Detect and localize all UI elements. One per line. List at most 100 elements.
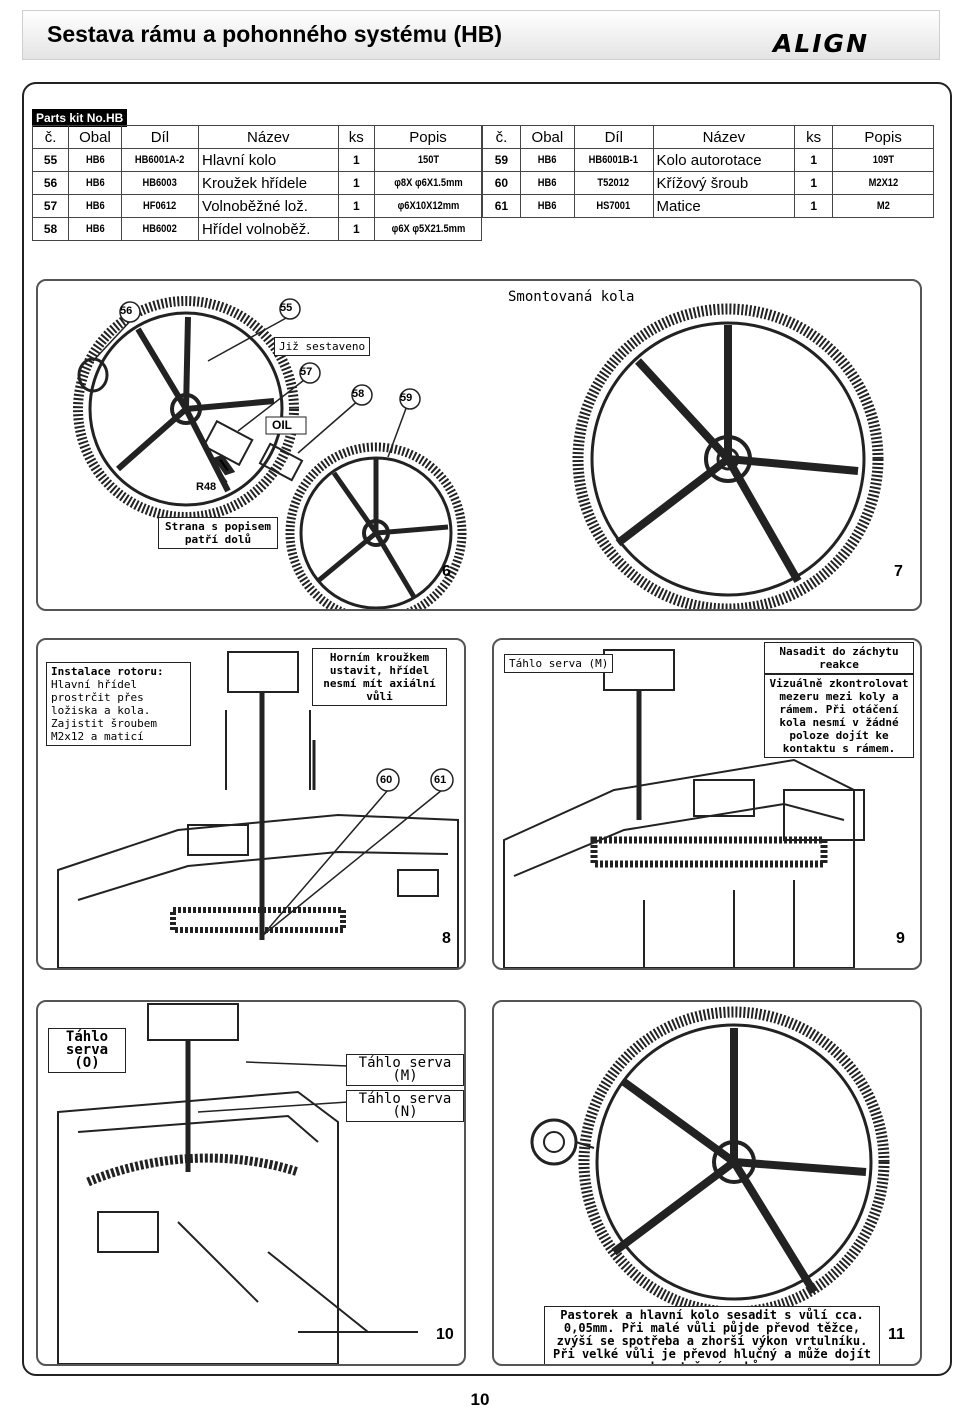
part-number-59: 59 — [400, 392, 413, 404]
linkage-frame-illustration — [57, 1003, 418, 1364]
part-number-61: 61 — [434, 774, 447, 786]
cell-desc: 150T — [382, 148, 474, 172]
step-number-10: 10 — [436, 1326, 454, 1343]
table-header-row: č. Obal Díl Název ks Popis — [482, 125, 934, 149]
cell-desc: M2X12 — [839, 171, 927, 195]
cell-no: 58 — [31, 217, 70, 241]
align-logo: ALIGN — [772, 29, 869, 58]
table-row: 55 HB6 HB6001A-2 Hlavní kolo 1 150T — [31, 148, 482, 172]
cell-qty: 1 — [337, 194, 376, 218]
rotor-install-note: Instalace rotoru: Hlavní hřídel prostrči… — [46, 662, 191, 746]
cell-name: Hlavní kolo — [198, 148, 339, 172]
cell-no: 61 — [482, 194, 521, 218]
cell-pack: HB6 — [523, 194, 571, 218]
cell-desc: φ8X φ6X1.5mm — [382, 171, 474, 195]
label-side-down-note: Strana s popisem patří dolů — [158, 517, 278, 549]
part-number-60: 60 — [380, 774, 393, 786]
r48-label: R48 — [196, 481, 217, 493]
pinion-gear-illustration — [530, 1006, 890, 1318]
cell-part: HB6001B-1 — [579, 148, 648, 172]
servo-frame-illustration — [503, 649, 865, 968]
step-number-8: 8 — [442, 930, 451, 947]
cell-no: 57 — [31, 194, 70, 218]
cell-name: Volnoběžné lož. — [198, 194, 339, 218]
col-pack: Obal — [68, 125, 122, 149]
cell-part: HB6003 — [126, 171, 194, 195]
servo-n-label: Táhlo serva (N) — [346, 1090, 464, 1122]
cell-desc: M2 — [839, 194, 927, 218]
cell-desc: φ6X φ5X21.5mm — [382, 217, 474, 241]
attach-reaction-note: Nasadit do záchytu reakce — [764, 642, 914, 674]
cell-pack: HB6 — [72, 217, 118, 241]
step-number-9: 9 — [896, 930, 905, 947]
cell-desc: 109T — [839, 148, 927, 172]
cell-part: T52012 — [579, 171, 648, 195]
cell-pack: HB6 — [523, 148, 571, 172]
cell-qty: 1 — [794, 148, 834, 172]
cell-pack: HB6 — [72, 171, 118, 195]
parts-table-right: č. Obal Díl Název ks Popis 59 HB6 HB6001… — [482, 125, 934, 218]
parts-table-left: č. Obal Díl Název ks Popis 55 HB6 HB6001… — [31, 125, 482, 241]
part-number-57: 57 — [300, 366, 313, 378]
step-number-11: 11 — [888, 1326, 905, 1343]
cell-qty: 1 — [337, 217, 376, 241]
autorotation-gear-drawing — [285, 442, 467, 609]
cell-desc: φ6X10X12mm — [382, 194, 474, 218]
step-number-6: 6 — [442, 563, 451, 580]
oil-label: OIL — [272, 418, 292, 432]
assembled-gear-drawing — [572, 303, 884, 609]
page-number: 10 — [470, 1390, 490, 1409]
part-number-55: 55 — [280, 302, 293, 314]
servo-o-label: Táhlo serva (O) — [48, 1028, 126, 1073]
part-number-58: 58 — [352, 388, 365, 400]
table-row: 56 HB6 HB6003 Kroužek hřídele 1 φ8X φ6X1… — [31, 171, 482, 195]
col-no: č. — [482, 125, 521, 149]
table-row: 61 HB6 HS7001 Matice 1 M2 — [482, 194, 934, 218]
col-name: Název — [652, 125, 796, 149]
cell-pack: HB6 — [523, 171, 571, 195]
pinion-mesh-note: Pastorek a hlavní kolo sesadit s vůlí cc… — [544, 1306, 880, 1364]
cell-name: Kolo autorotace — [652, 148, 796, 172]
col-part: Díl — [120, 125, 200, 149]
gap-check-note: Vizuálně zkontrolovat mezeru mezi koly a… — [764, 674, 914, 758]
cell-qty: 1 — [337, 148, 376, 172]
rotor-install-note-body: Hlavní hřídel prostrčit přes ložiska a k… — [51, 678, 157, 743]
cell-no: 59 — [482, 148, 521, 172]
table-row: 57 HB6 HF0612 Volnoběžné lož. 1 φ6X10X12… — [31, 194, 482, 218]
col-qty: ks — [337, 125, 376, 149]
part-number-56: 56 — [120, 305, 133, 317]
servo-m-label: Táhlo serva (M) — [346, 1054, 464, 1086]
collar-axial-play-note: Horním kroužkem ustavit, hřídel nesmí mí… — [312, 648, 447, 706]
panel-pinion-mesh: Pastorek a hlavní kolo sesadit s vůlí cc… — [492, 1000, 922, 1366]
cell-qty: 1 — [794, 194, 834, 218]
col-pack: Obal — [519, 125, 575, 149]
step-number-7: 7 — [894, 563, 903, 580]
cell-part: HS7001 — [579, 194, 648, 218]
table-row: 60 HB6 T52012 Křížový šroub 1 M2X12 — [482, 171, 934, 195]
table-row: 59 HB6 HB6001B-1 Kolo autorotace 1 109T — [482, 148, 934, 172]
cell-part: HB6001A-2 — [126, 148, 194, 172]
rotor-install-note-title: Instalace rotoru: — [51, 665, 164, 678]
cell-qty: 1 — [337, 171, 376, 195]
cell-name: Matice — [652, 194, 796, 218]
pinion-drawing — [530, 1118, 578, 1166]
cell-part: HF0612 — [126, 194, 194, 218]
col-desc: Popis — [374, 125, 482, 149]
col-part: Díl — [573, 125, 654, 149]
table-header-row: č. Obal Díl Název ks Popis — [31, 125, 482, 149]
cell-no: 56 — [31, 171, 70, 195]
servo-m-label: Táhlo serva (M) — [504, 654, 614, 673]
already-assembled-label: Již sestaveno — [274, 337, 371, 356]
cell-no: 55 — [31, 148, 70, 172]
cell-qty: 1 — [794, 171, 834, 195]
cell-part: HB6002 — [126, 217, 194, 241]
assembled-gears-title: Smontovaná kola — [504, 289, 639, 306]
col-qty: ks — [794, 125, 834, 149]
cell-name: Křížový šroub — [652, 171, 796, 195]
col-no: č. — [31, 125, 70, 149]
col-name: Název — [198, 125, 339, 149]
cell-no: 60 — [482, 171, 521, 195]
panel-servo-m: Táhlo serva (M) Nasadit do záchytu reakc… — [492, 638, 922, 970]
gear-illustration — [73, 296, 884, 609]
cell-pack: HB6 — [72, 148, 118, 172]
